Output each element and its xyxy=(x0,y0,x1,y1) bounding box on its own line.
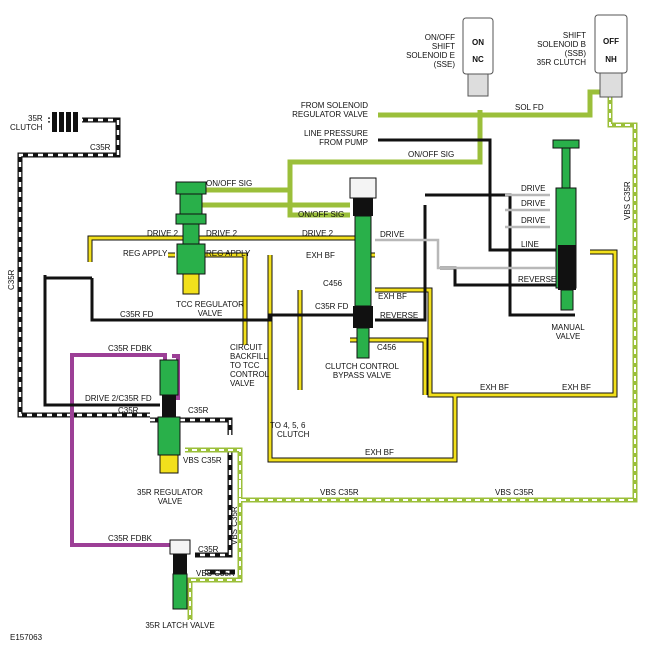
label-drive-3: DRIVE xyxy=(521,216,545,225)
ccbv-label-2: BYPASS VALVE xyxy=(333,371,391,380)
sse-label-3: SOLENOID E xyxy=(406,51,455,60)
c35r-passage xyxy=(17,117,235,575)
clutch-label-2: CLUTCH xyxy=(10,123,43,132)
label-drive2-c35r-fd: DRIVE 2/C35R FD xyxy=(85,394,152,403)
label-c35r-4: C35R xyxy=(198,545,219,554)
35r-clutch xyxy=(50,112,82,132)
backfill-5: VALVE xyxy=(230,379,255,388)
label-drive-2: DRIVE xyxy=(521,199,545,208)
sse-state-top: ON xyxy=(472,38,484,47)
drive-gray-passages xyxy=(375,193,555,270)
label-c35r-3: C35R xyxy=(188,406,209,415)
label-c456-1: C456 xyxy=(323,279,343,288)
sse-state-bottom: NC xyxy=(472,55,484,64)
ssb-label-2: SOLENOID B xyxy=(537,40,586,49)
manual-valve-label-1: MANUAL xyxy=(551,323,585,332)
ssb-label-3: (SSB) xyxy=(565,49,587,58)
manual-valve-label-2: VALVE xyxy=(556,332,581,341)
label-c35r-vertical: C35R xyxy=(7,269,16,290)
tcc-valve-label-1: TCC REGULATOR xyxy=(176,300,244,309)
label-c35r-fdbk-2: C35R FDBK xyxy=(108,534,153,543)
label-exh-bf-1: EXH BF xyxy=(306,251,335,260)
label-exh-bf-4: EXH BF xyxy=(562,383,591,392)
sse-label-2: SHIFT xyxy=(432,42,455,51)
sse-label-1: ON/OFF xyxy=(425,33,455,42)
ssb-label-4: 35R CLUTCH xyxy=(537,58,587,67)
to-clutch-2: CLUTCH xyxy=(277,430,310,439)
ssb-state-bottom: NH xyxy=(605,55,617,64)
label-vbs-c35r-5: VBS C35R xyxy=(623,181,632,220)
label-c35r-fdbk-1: C35R FDBK xyxy=(108,344,153,353)
line-pressure-2: FROM PUMP xyxy=(319,138,368,147)
clutch-control-bypass-valve xyxy=(349,177,377,359)
label-drive-4: DRIVE xyxy=(380,230,404,239)
label-drive2-1: DRIVE 2 xyxy=(147,229,179,238)
sse-label-4: (SSE) xyxy=(434,60,456,69)
backfill-2: BACKFILL xyxy=(230,352,268,361)
label-exh-bf-5: EXH BF xyxy=(365,448,394,457)
label-reverse-1: REVERSE xyxy=(518,275,556,284)
label-drive-1: DRIVE xyxy=(521,184,545,193)
label-vbs-c35r-4: VBS C35R xyxy=(196,569,235,578)
solenoid-ssb: OFF NH xyxy=(594,14,628,98)
label-drive2-3: DRIVE 2 xyxy=(302,229,334,238)
from-solenoid-2: REGULATOR VALVE xyxy=(292,110,368,119)
label-vbs-c35r-3: VBS C35R xyxy=(495,488,534,497)
label-reg-apply-1: REG APPLY xyxy=(123,249,168,258)
ssb-label-1: SHIFT xyxy=(563,31,586,40)
label-on-off-sig-2: ON/OFF SIG xyxy=(206,179,252,188)
to-clutch-1: TO 4, 5, 6 xyxy=(270,421,306,430)
35r-regulator-valve xyxy=(157,359,181,474)
35r-latch-label: 35R LATCH VALVE xyxy=(145,621,214,630)
label-vbs-c35r-2: VBS C35R xyxy=(320,488,359,497)
35r-regulator-label-2: VALVE xyxy=(158,497,183,506)
backfill-1: CIRCUIT xyxy=(230,343,263,352)
label-c35r-fd-2: C35R FD xyxy=(120,310,154,319)
yellow-passages xyxy=(87,235,618,463)
line-and-drive-passages xyxy=(43,138,575,407)
clutch-label-1: 35R xyxy=(28,114,43,123)
35r-latch-valve xyxy=(169,539,191,610)
label-exh-bf-3: EXH BF xyxy=(480,383,509,392)
from-solenoid-1: FROM SOLENOID xyxy=(301,101,368,110)
ccbv-label-1: CLUTCH CONTROL xyxy=(325,362,399,371)
label-c35r-1: C35R xyxy=(90,143,111,152)
tcc-valve-label-2: VALVE xyxy=(198,309,223,318)
label-c456-2: C456 xyxy=(377,343,397,352)
label-vbs-c35r-6: VBS C35R xyxy=(230,506,239,545)
label-on-off-sig-3: ON/OFF SIG xyxy=(298,210,344,219)
label-reverse-2: REVERSE xyxy=(380,311,418,320)
line-pressure-1: LINE PRESSURE xyxy=(304,129,368,138)
manual-valve xyxy=(552,139,580,311)
label-vbs-c35r-1: VBS C35R xyxy=(183,456,222,465)
label-drive2-2: DRIVE 2 xyxy=(206,229,238,238)
label-on-off-sig-1: ON/OFF SIG xyxy=(408,150,454,159)
figure-id: E157063 xyxy=(10,633,43,642)
ssb-state-top: OFF xyxy=(603,37,619,46)
35r-regulator-label-1: 35R REGULATOR xyxy=(137,488,203,497)
backfill-4: CONTROL xyxy=(230,370,270,379)
label-sol-fd: SOL FD xyxy=(515,103,544,112)
label-c35r-2: C35R xyxy=(118,406,139,415)
label-exh-bf-2: EXH BF xyxy=(378,292,407,301)
label-c35r-fd-1: C35R FD xyxy=(315,302,349,311)
label-reg-apply-2: REG APPLY xyxy=(206,249,251,258)
vbs-c35r-passage xyxy=(185,95,638,620)
solenoid-sse: ON NC xyxy=(462,17,494,97)
backfill-3: TO TCC xyxy=(230,361,260,370)
label-line: LINE xyxy=(521,240,539,249)
tcc-regulator-valve xyxy=(175,181,207,295)
